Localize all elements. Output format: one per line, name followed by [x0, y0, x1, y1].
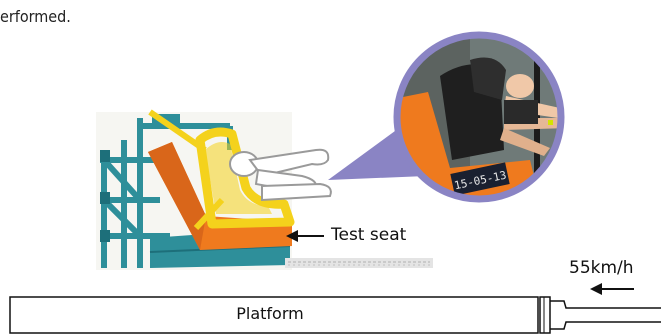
platform	[9, 296, 661, 334]
child-seat-outline	[195, 127, 295, 229]
inset-dummy-head	[506, 74, 534, 98]
track-strip	[285, 258, 433, 268]
test-seat-arrow	[286, 230, 324, 242]
test-seat-label: Test seat	[331, 225, 407, 245]
platform-label: Platform	[236, 304, 304, 323]
platform-rod-top	[550, 300, 661, 309]
speed-arrow	[590, 283, 634, 295]
platform-end-block	[539, 296, 551, 334]
inset-ring	[393, 31, 565, 203]
speed-label: 55km/h	[569, 258, 634, 278]
caption-text: erformed.	[0, 7, 71, 26]
platform-body	[9, 296, 539, 334]
platform-rod-bottom	[550, 321, 661, 330]
test-rig-illustration	[96, 109, 332, 270]
dummy-outline	[229, 148, 332, 202]
inset-photo	[393, 31, 565, 203]
inset-stamp-plate	[450, 162, 510, 196]
